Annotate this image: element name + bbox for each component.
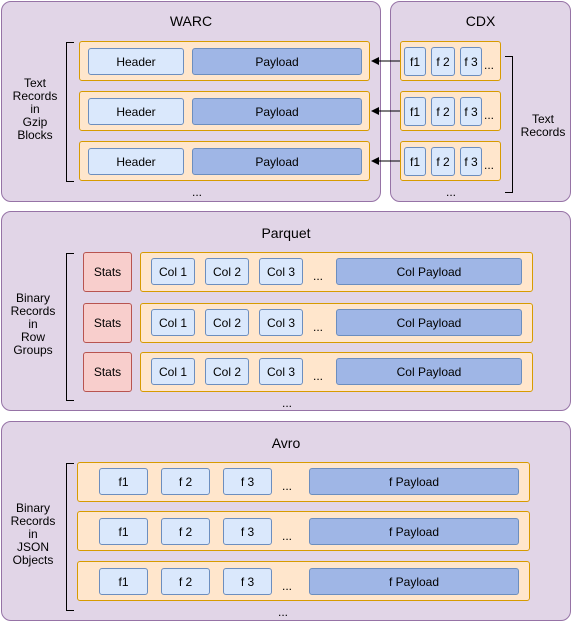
parquet-row-ellipsis: ...: [312, 320, 323, 334]
avro-row-ellipsis: ...: [281, 479, 292, 493]
warc-side-label: Text Records in Gzip Blocks: [12, 76, 58, 142]
avro-ellipsis: ...: [277, 605, 288, 619]
avro-left-brace: [66, 463, 74, 611]
warc-payload-cell: Payload: [192, 48, 362, 75]
avro-field-cell: f 3: [223, 468, 272, 495]
parquet-row-ellipsis: ...: [312, 269, 323, 283]
warc-header-cell: Header: [88, 48, 184, 75]
avro-field-cell: f 2: [161, 468, 210, 495]
cdx-side-label: Text Records: [520, 112, 566, 139]
cdx-row-ellipsis: ...: [483, 108, 494, 122]
avro-title: Avro: [271, 435, 301, 451]
avro-payload-cell: f Payload: [309, 468, 519, 495]
cdx-field-cell: f 2: [431, 47, 455, 76]
warc-left-brace: [66, 42, 74, 182]
avro-payload-cell: f Payload: [309, 518, 519, 545]
parquet-col-payload-cell: Col Payload: [336, 358, 522, 385]
cdx-field-cell: f 2: [431, 97, 455, 126]
warc-header-cell: Header: [88, 98, 184, 125]
cdx-field-cell: f1: [404, 147, 426, 176]
parquet-col-cell: Col 3: [259, 358, 303, 385]
parquet-ellipsis: ...: [281, 396, 292, 410]
cdx-title: CDX: [465, 13, 496, 29]
parquet-title: Parquet: [261, 225, 311, 241]
parquet-side-label: Binary Records in Row Groups: [10, 291, 56, 357]
cdx-field-cell: f 3: [460, 47, 482, 76]
cdx-field-cell: f 2: [431, 147, 455, 176]
warc-payload-cell: Payload: [192, 98, 362, 125]
cdx-field-cell: f1: [404, 97, 426, 126]
avro-field-cell: f 3: [223, 518, 272, 545]
parquet-stats-cell: Stats: [83, 303, 132, 343]
warc-payload-cell: Payload: [192, 148, 362, 175]
parquet-col-payload-cell: Col Payload: [336, 309, 522, 336]
avro-side-label: Binary Records in JSON Objects: [10, 501, 56, 567]
parquet-col-cell: Col 2: [205, 358, 249, 385]
avro-field-cell: f 2: [161, 568, 210, 595]
avro-field-cell: f1: [99, 518, 148, 545]
avro-field-cell: f1: [99, 568, 148, 595]
cdx-field-cell: f 3: [460, 97, 482, 126]
parquet-col-cell: Col 2: [205, 309, 249, 336]
parquet-stats-cell: Stats: [83, 352, 132, 392]
warc-ellipsis: ...: [191, 185, 202, 199]
cdx-ellipsis: ...: [445, 185, 456, 199]
parquet-col-cell: Col 1: [151, 258, 195, 285]
cdx-row-ellipsis: ...: [483, 158, 494, 172]
avro-field-cell: f 3: [223, 568, 272, 595]
avro-payload-cell: f Payload: [309, 568, 519, 595]
avro-row-ellipsis: ...: [281, 579, 292, 593]
parquet-stats-cell: Stats: [83, 252, 132, 292]
cdx-row-ellipsis: ...: [483, 58, 494, 72]
cdx-right-brace: [505, 56, 513, 193]
avro-field-cell: f1: [99, 468, 148, 495]
cdx-field-cell: f 3: [460, 147, 482, 176]
parquet-row-ellipsis: ...: [312, 369, 323, 383]
warc-title: WARC: [169, 13, 213, 29]
avro-row-ellipsis: ...: [281, 529, 292, 543]
parquet-col-cell: Col 1: [151, 358, 195, 385]
warc-header-cell: Header: [88, 148, 184, 175]
parquet-col-cell: Col 3: [259, 258, 303, 285]
parquet-col-payload-cell: Col Payload: [336, 258, 522, 285]
parquet-col-cell: Col 2: [205, 258, 249, 285]
parquet-col-cell: Col 1: [151, 309, 195, 336]
parquet-left-brace: [66, 253, 74, 401]
parquet-col-cell: Col 3: [259, 309, 303, 336]
cdx-field-cell: f1: [404, 47, 426, 76]
avro-field-cell: f 2: [161, 518, 210, 545]
